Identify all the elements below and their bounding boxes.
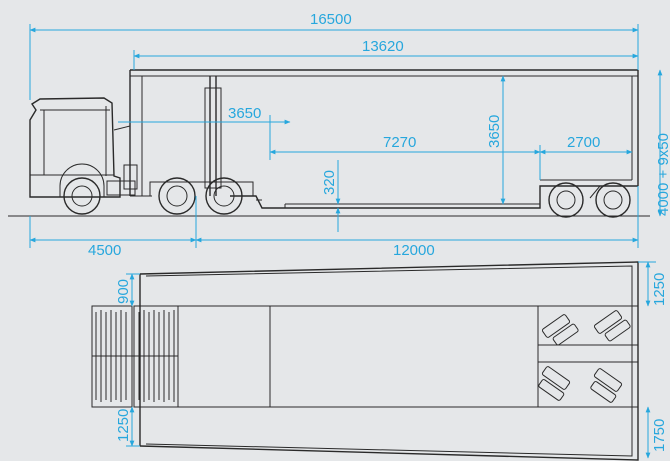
dim-overall-length: 16500 xyxy=(310,11,352,28)
dim-tractor-length: 4500 xyxy=(88,242,121,259)
trailer-wheels-top xyxy=(538,310,631,403)
dim-overall-height: 4000 + 9x50 xyxy=(655,133,670,216)
dim-trailer-length: 13620 xyxy=(362,38,404,55)
tractor-top xyxy=(91,305,179,408)
top-outline xyxy=(139,261,639,461)
trailer-body xyxy=(129,69,639,209)
tractor-front-wheel xyxy=(63,177,101,215)
dim-front-right-ext: 1250 xyxy=(651,273,668,306)
dim-rear-left-ext: 1250 xyxy=(115,409,132,442)
dim-well-floor-height: 320 xyxy=(321,170,338,195)
dim-rear-deck: 2700 xyxy=(567,134,600,151)
trailer-wheel xyxy=(595,182,631,218)
dim-kingpin-front: 3650 xyxy=(228,105,261,122)
side-view: 16500 13620 3650 7270 2700 3650 320 4000… xyxy=(8,11,670,259)
side-dimensions xyxy=(29,24,663,248)
top-dimensions xyxy=(126,261,656,459)
dim-well-length: 7270 xyxy=(383,134,416,151)
tractor-chassis xyxy=(149,181,254,196)
dim-interior-height: 3650 xyxy=(486,115,503,148)
dim-front-left-ext: 900 xyxy=(115,279,132,304)
dim-rear-right-ext: 1750 xyxy=(651,419,668,452)
top-view: 900 1250 1250 1750 xyxy=(91,261,668,461)
tractor-drive-wheel xyxy=(158,177,196,215)
trailer-wheel xyxy=(548,182,584,218)
dim-wheelbase: 12000 xyxy=(393,242,435,259)
tractor-cab xyxy=(29,97,138,198)
